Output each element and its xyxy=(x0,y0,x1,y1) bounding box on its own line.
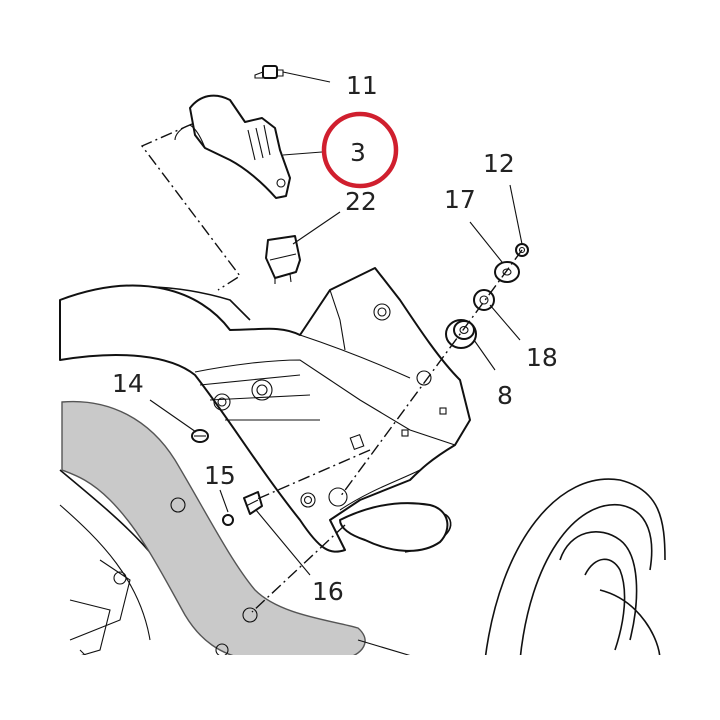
frame-rail-shaded xyxy=(61,400,366,661)
part-8-grommet xyxy=(445,319,477,349)
callout-17: 17 xyxy=(444,185,476,214)
mount-hole-14 xyxy=(213,393,231,411)
part-17-washer xyxy=(494,261,520,283)
callout-15: 15 xyxy=(204,461,236,490)
callout-14: 14 xyxy=(112,369,144,398)
part-15-screw xyxy=(222,514,234,526)
background-linework xyxy=(59,286,666,661)
leader-lines xyxy=(149,71,523,661)
callout-16: 16 xyxy=(312,577,344,606)
part-3-cover xyxy=(189,94,291,199)
part-16-clip xyxy=(243,491,263,515)
callout-11: 11 xyxy=(346,71,378,100)
part-11-bolt xyxy=(254,65,284,79)
bottom-margin xyxy=(0,660,720,720)
highlight-ring xyxy=(321,111,399,189)
mudguard-flap xyxy=(339,502,449,552)
rail-hole-1 xyxy=(170,497,186,513)
callout-8: 8 xyxy=(497,381,513,410)
rail-hole-2 xyxy=(242,607,258,623)
callout-22: 22 xyxy=(345,187,377,216)
callout-12: 12 xyxy=(483,149,515,178)
part-14-screw xyxy=(191,429,209,443)
tail-body-part xyxy=(59,267,471,553)
part-22-connector xyxy=(265,235,301,284)
callout-18: 18 xyxy=(526,343,558,372)
callout-3: 3 xyxy=(350,138,366,167)
assembly-lines xyxy=(140,123,523,613)
